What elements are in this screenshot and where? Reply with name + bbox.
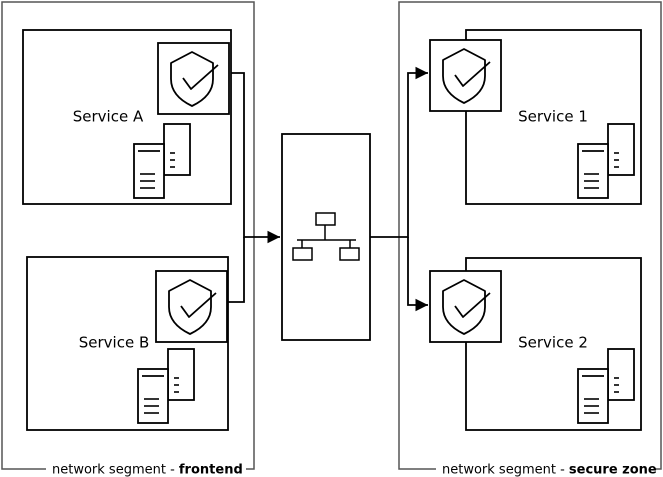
segment-frontend: network segment - frontend bbox=[1, 1, 255, 477]
service-1-label: Service 1 bbox=[518, 108, 588, 126]
service-a-label: Service A bbox=[73, 108, 144, 126]
network-switch-icon bbox=[292, 212, 360, 261]
shield-check-icon bbox=[157, 42, 230, 115]
service-1-node: Service 1 bbox=[429, 29, 642, 205]
shield-check-icon bbox=[155, 270, 228, 343]
service-a-node: Service A bbox=[22, 29, 232, 205]
service-b-label: Service B bbox=[79, 334, 150, 352]
segment-frontend-name: frontend bbox=[179, 462, 243, 477]
segment-secure-zone: network segment - secure zone bbox=[398, 1, 662, 477]
network-switch bbox=[281, 133, 371, 341]
segment-frontend-prefix: network segment - bbox=[52, 462, 179, 477]
segment-secure-zone-prefix: network segment - bbox=[442, 462, 569, 477]
segment-secure-zone-name: secure zone bbox=[569, 462, 657, 477]
service-b-node: Service B bbox=[26, 256, 229, 431]
svg-text:network segment - secure zone: network segment - secure zone bbox=[442, 462, 657, 477]
service-2-node: Service 2 bbox=[429, 257, 642, 431]
svg-text:network segment - frontend: network segment - frontend bbox=[52, 462, 243, 477]
shield-check-icon bbox=[429, 270, 502, 343]
shield-check-icon bbox=[429, 39, 502, 112]
service-2-label: Service 2 bbox=[518, 334, 588, 352]
connector-lines bbox=[227, 66, 428, 312]
